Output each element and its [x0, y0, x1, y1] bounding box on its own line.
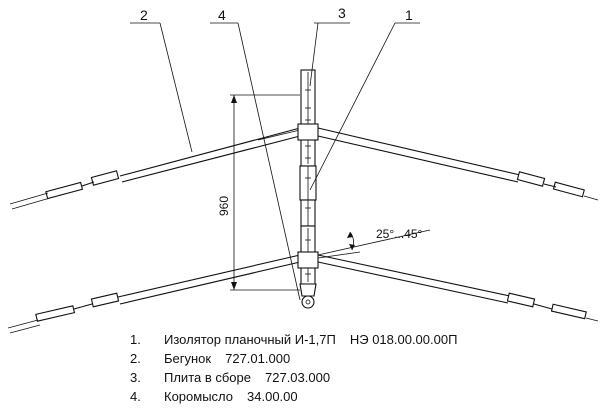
- legend-item: 4. Коромысло 34.00.00: [130, 387, 590, 406]
- legend-code: НЭ 018.00.00.00П: [349, 332, 458, 347]
- callout-2: 2: [140, 7, 148, 23]
- legend-number: 3.: [130, 370, 141, 385]
- legend-name: Изолятор планочный И-1,7П: [164, 332, 336, 347]
- legend-item: 3. Плита в сборе 727.03.000: [130, 368, 590, 387]
- legend-code: 34.00.00: [247, 389, 298, 404]
- legend-item: 2. Бегунок 727.01.000: [130, 349, 590, 368]
- upper-left-tensioner: [9, 170, 120, 210]
- callout-3: 3: [338, 5, 346, 21]
- legend-number: 1.: [130, 332, 141, 347]
- center-column: [297, 69, 319, 309]
- legend-name: Плита в сборе: [164, 370, 251, 385]
- legend-name: Бегунок: [164, 351, 212, 366]
- legend-name: Коромысло: [164, 389, 234, 404]
- upper-left-arm: [119, 127, 301, 183]
- upper-right-arm: [317, 127, 521, 183]
- legend-item: 1. Изолятор планочный И-1,7П НЭ 018.00.00.…: [130, 330, 590, 349]
- legend-number: 4.: [130, 389, 141, 404]
- legend-number: 2.: [130, 351, 141, 366]
- legend-code: 727.03.000: [265, 370, 331, 385]
- upper-right-tensioner: [516, 171, 599, 201]
- lower-left-arm: [117, 254, 301, 305]
- lower-left-tensioner: [7, 292, 120, 334]
- parts-legend: 1. Изолятор планочный И-1,7П НЭ 018.00.00.…: [130, 330, 590, 406]
- legend-code: 727.01.000: [225, 351, 291, 366]
- angle-annotation: 25°...45°: [317, 227, 431, 256]
- lower-right-tensioner: [506, 292, 599, 322]
- leader-lines: [130, 22, 420, 301]
- dimension-960: 960: [217, 94, 300, 291]
- angle-label: 25°...45°: [376, 227, 422, 241]
- column-marks: [305, 89, 311, 275]
- lower-right-arm: [317, 251, 511, 304]
- dimension-label: 960: [217, 196, 231, 216]
- callout-1: 1: [405, 7, 413, 23]
- callout-4: 4: [218, 7, 226, 23]
